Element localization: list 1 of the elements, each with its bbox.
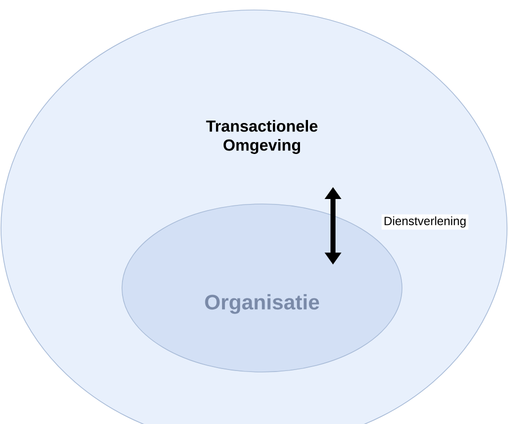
edge-label: Dienstverlening [382, 214, 468, 230]
